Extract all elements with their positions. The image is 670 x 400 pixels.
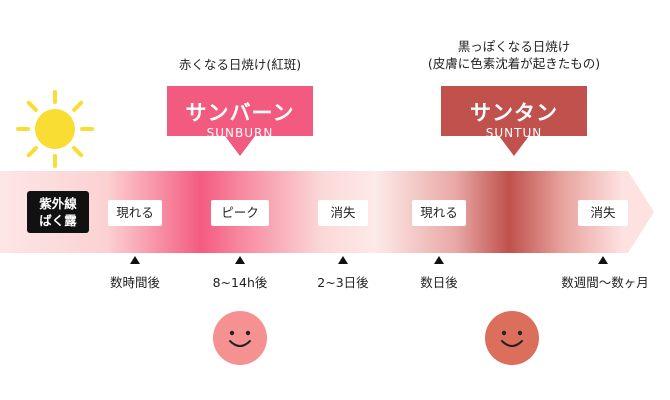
stage-fade-suntan: 消失: [578, 200, 628, 226]
time-label-peak: 8~14h後: [212, 275, 268, 290]
stage-fade-sunburn: 消失: [318, 200, 368, 226]
triangle-marker-icon: [338, 256, 348, 264]
uv-exposure-label: 紫外線 ばく露: [27, 191, 89, 233]
time-label-days: 2~3日後: [317, 275, 369, 290]
triangle-marker-icon: [235, 256, 245, 264]
stage-peak: ピーク: [211, 200, 269, 226]
time-label-hours: 数時間後: [109, 275, 160, 290]
sunburn-subtitle: SUNBURN: [206, 126, 274, 140]
time-label-several-days: 数日後: [420, 275, 458, 290]
triangle-marker-icon: [130, 256, 140, 264]
suntan-subtitle: SUNTUN: [485, 126, 543, 140]
smiley-face-icon: [212, 310, 268, 366]
sunburn-caption: 赤くなる日焼け(紅斑): [178, 57, 302, 72]
sunburn-title: サンバーン: [185, 101, 295, 125]
stage-appear-suntan: 現れる: [412, 200, 466, 226]
suntan-badge: サンタン SUNTUN: [441, 86, 587, 161]
time-label-weeks-months: 数週間〜数ヶ月: [561, 275, 649, 290]
suntan-title: サンタン: [470, 101, 558, 125]
suntan-caption: 黒っぽくなる日焼け (皮膚に色素沈着が起きたもの): [427, 39, 601, 71]
stage-appear-sunburn: 現れる: [108, 200, 162, 226]
sunburn-badge: サンバーン SUNBURN: [167, 86, 313, 161]
sun-icon: [14, 88, 96, 170]
triangle-marker-icon: [598, 256, 608, 264]
smiley-face-icon: [484, 310, 540, 366]
triangle-marker-icon: [434, 256, 444, 264]
